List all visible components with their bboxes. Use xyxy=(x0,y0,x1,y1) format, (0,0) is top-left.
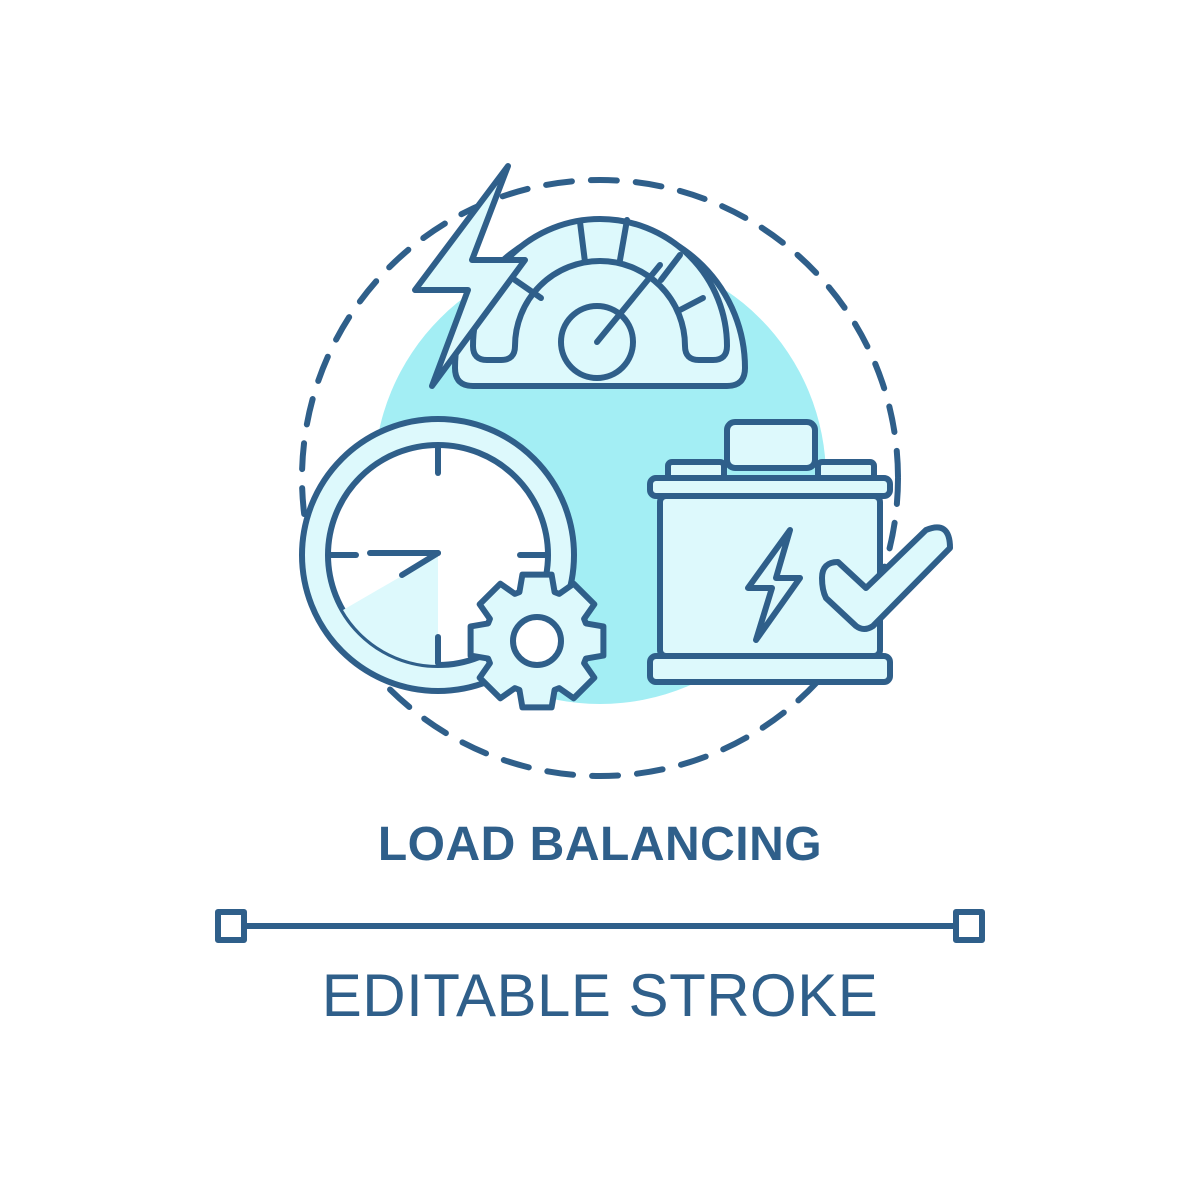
stroke-handle-right xyxy=(953,909,985,943)
editable-stroke-line xyxy=(215,909,985,943)
lightning-bolt-icon xyxy=(412,163,528,389)
icon-title: LOAD BALANCING xyxy=(377,818,823,871)
checkmark-icon xyxy=(819,524,953,632)
icon-subtitle: EDITABLE STROKE xyxy=(321,962,879,1029)
stroke-handle-left xyxy=(215,909,247,943)
gear-icon xyxy=(467,571,607,711)
battery-icon xyxy=(647,419,893,685)
dashed-ring xyxy=(299,177,901,779)
speedometer-icon xyxy=(452,216,748,389)
